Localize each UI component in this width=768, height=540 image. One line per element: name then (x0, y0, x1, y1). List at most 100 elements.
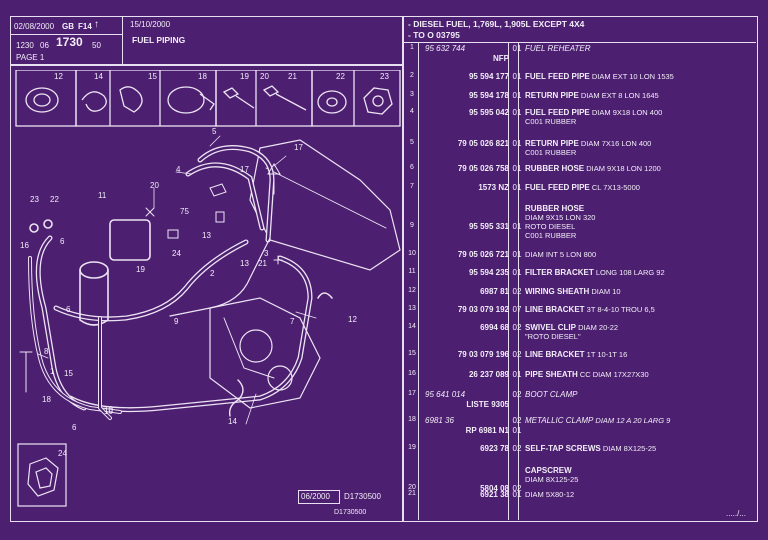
diagram-callout-number: 22 (50, 195, 59, 204)
part-reference: 6921 38 (480, 490, 509, 499)
part-description: LINE BRACKET 3T 8-4-10 TROU 6,5 (525, 305, 655, 314)
part-name: LINE BRACKET (525, 305, 585, 314)
part-description: RETURN PIPE DIAM EXT 8 LON 1645 (525, 91, 659, 100)
part-quantity: 07 (512, 305, 522, 314)
part-index: 6 (410, 164, 414, 171)
part-quantity: 01 (512, 370, 522, 379)
part-name: LINE BRACKET (525, 350, 585, 359)
part-description: RUBBER HOSE DIAM 9X18 LON 1200 (525, 164, 661, 173)
part-index: 10 (408, 250, 416, 257)
part-name: FUEL FEED PIPE (525, 72, 590, 81)
callout-15: 15 (148, 72, 157, 81)
date-right: 15/10/2000 (130, 20, 171, 29)
part-dimension: DIAM EXT 10 LON 1535 (591, 72, 674, 81)
part-index: 13 (408, 305, 416, 312)
part-reference: 79 05 026 721 (457, 250, 509, 259)
spec-line-2: - TO O 03795 (408, 30, 460, 40)
part-reference: 5804 08 (480, 484, 509, 493)
part-name: FUEL REHEATER (525, 44, 591, 53)
header-left-frame (10, 16, 404, 66)
diagram-callout-number: 2 (210, 269, 215, 278)
part-quantity: 01 (512, 44, 522, 53)
plate-number: 1730 (56, 35, 83, 49)
diagram-callout-number: 20 (150, 181, 159, 190)
plate-box (298, 490, 340, 504)
part-dimension: DIAM 9X18 LON 400 (591, 108, 663, 117)
part-name: CAPSCREW (525, 466, 572, 475)
part-dimension: DIAM 10 (591, 287, 621, 296)
part-detail-line: DIAM 8X125-25 (525, 475, 579, 484)
part-reference: 95 641 014 (425, 390, 466, 399)
part-index: 21 (408, 490, 416, 497)
callout-23: 23 (380, 72, 389, 81)
engine-code: F14 (78, 22, 92, 31)
part-description: DIAM 5X80-12 (525, 490, 574, 499)
part-name: RETURN PIPE (525, 139, 579, 148)
part-reference: 79 05 026 758 (457, 164, 509, 173)
part-description: LINE BRACKET 1T 10-1T 16 (525, 350, 627, 359)
part-reference: 95 594 235 (468, 268, 509, 277)
part-description: FUEL FEED PIPE CL 7X13-5000 (525, 183, 640, 192)
part-reference: 6994 68 (480, 323, 509, 332)
diagram-callout-number: 24 (58, 449, 67, 458)
callout-18: 18 (198, 72, 207, 81)
plate-box-label: 06/2000 (301, 492, 330, 501)
part-quantity: 02 (512, 416, 522, 425)
part-reference: 79 03 079 196 (457, 350, 509, 359)
diagram-callout-number: 6 (66, 305, 71, 314)
part-quantity: 01 (512, 250, 522, 259)
part-index: 14 (408, 323, 416, 330)
part-sub-reference: LISTE 9305 (466, 400, 509, 409)
part-description: WIRING SHEATH DIAM 10 (525, 287, 621, 296)
plate-suffix: 50 (92, 41, 101, 50)
part-name: RUBBER HOSE (525, 164, 585, 173)
part-sub-reference: RP 6981 N1 (465, 426, 509, 435)
part-quantity: 01 (512, 268, 522, 277)
part-name: WIRING SHEATH (525, 287, 590, 296)
diagram-frame (10, 64, 404, 522)
part-quantity-secondary: 01 (512, 426, 522, 435)
diagram-callout-number: 12 (348, 315, 357, 324)
part-index: 9 (410, 222, 414, 229)
part-name: FUEL FEED PIPE (525, 183, 590, 192)
diagram-callout-number: 23 (30, 195, 39, 204)
page-continuation-mark: ...../... (726, 509, 747, 518)
part-name: SELF-TAP SCREWS (525, 444, 601, 453)
part-reference: 95 594 177 (468, 72, 509, 81)
part-index: 17 (408, 390, 416, 397)
up-arrow-icon: ↑ (94, 19, 99, 30)
diagram-callout-number: 8 (44, 347, 49, 356)
part-dimension: CL 7X13-5000 (591, 183, 640, 192)
part-dimension: CC DIAM 17X27X30 (579, 370, 649, 379)
part-index: 11 (408, 268, 416, 275)
part-quantity: 01 (512, 91, 522, 100)
page-label: PAGE 1 (16, 53, 45, 62)
part-description: FUEL REHEATER (525, 44, 591, 53)
part-quantity: 01 (512, 139, 522, 148)
diagram-callout-number: 75 (180, 207, 189, 216)
part-quantity: 02 (512, 484, 522, 493)
part-description: METALLIC CLAMP DIAM 12 A 20 LARG 9 (525, 416, 670, 425)
part-dimension: 3T 8-4-10 TROU 6,5 (586, 305, 655, 314)
part-description: CAPSCREW DIAM 8X125-25 (525, 466, 578, 484)
part-index: 16 (408, 370, 416, 377)
part-reference: 1573 NZ (478, 183, 509, 192)
part-detail-line: ROTO DIESEL (525, 222, 576, 231)
diagram-callout-number: 19 (136, 265, 145, 274)
diagram-callout-number: 1 (50, 367, 55, 376)
diagram-callout-number: 7 (290, 317, 295, 326)
group-code: 1230 (16, 41, 34, 50)
part-dimension: DIAM 9X18 LON 1200 (586, 164, 661, 173)
part-name: FUEL FEED PIPE (525, 108, 590, 117)
part-detail-line: C001 RUBBER (525, 231, 577, 240)
part-quantity: 01 (512, 222, 522, 231)
diagram-callout-number: 13 (202, 231, 211, 240)
part-index: 15 (408, 350, 416, 357)
diagram-callout-number: 15 (64, 369, 73, 378)
part-quantity: 01 (512, 108, 522, 117)
spec-line-1: - DIESEL FUEL, 1,769L, 1,905L EXCEPT 4X4 (408, 19, 585, 29)
diagram-callout-number: 6 (60, 237, 65, 246)
diagram-callout-number: 17 (294, 143, 303, 152)
